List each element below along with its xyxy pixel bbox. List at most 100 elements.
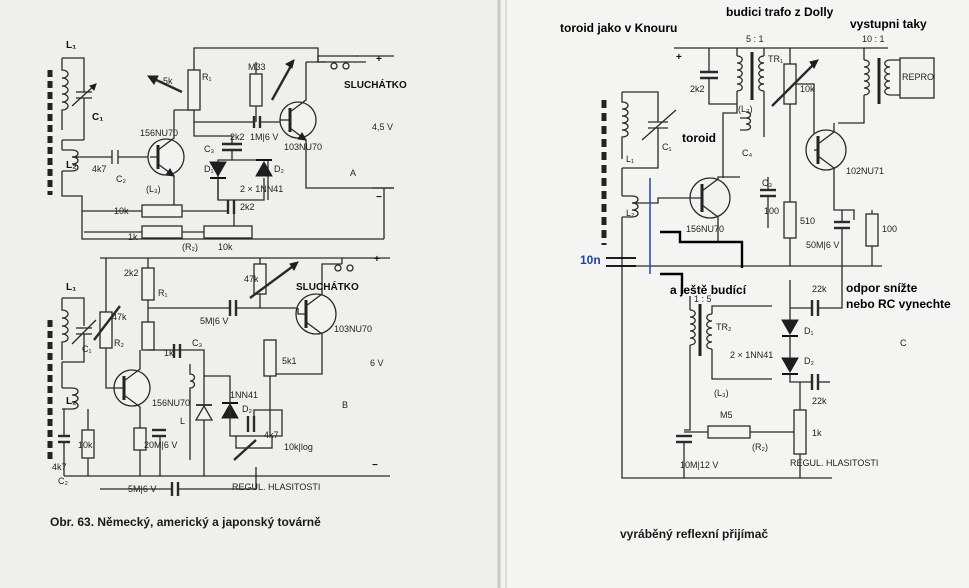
transformer-output — [863, 59, 870, 96]
label-l2-c: L₂ — [626, 208, 635, 218]
transformer-tr1 — [736, 55, 743, 92]
label-r1-b: R₁ — [158, 288, 168, 298]
label-ratio2-c: 10 : 1 — [862, 34, 885, 44]
label-d-b: 1NN41 — [230, 390, 258, 400]
label-c3-c: C₃ — [762, 178, 772, 188]
label-section-c: C — [900, 338, 907, 348]
label-tr2-c: TR₂ — [716, 322, 732, 332]
circuit-c — [601, 47, 935, 479]
label-t2-b: 103NU70 — [334, 324, 372, 334]
label-ratio3-c: 1 : 5 — [694, 294, 712, 304]
label-t2-a: 103NU70 — [284, 142, 322, 152]
label-plus-c: + — [676, 52, 682, 63]
annotation-vystupni: vystupni taky — [850, 17, 927, 31]
label-t1-c: 156NU70 — [686, 224, 724, 234]
label-5k1-b: 5k1 — [282, 356, 297, 366]
resistor-m33-a — [249, 73, 263, 107]
label-l1-c: L₁ — [626, 154, 634, 164]
label-section-a: A — [350, 168, 356, 178]
label-l3-a: (L₃) — [146, 184, 161, 194]
label-out-a: SLUCHÁTKO — [344, 78, 407, 91]
label-4k7-b: 4k7 — [264, 430, 279, 440]
label-r2-a: (R₂) — [182, 242, 198, 252]
label-plus-b: + — [374, 254, 380, 265]
label-10kpot-a: 10k — [218, 242, 233, 252]
label-r2-b: R₂ — [114, 338, 124, 348]
coil-l2-a — [62, 149, 79, 172]
label-diodes-c: 2 × 1NN41 — [730, 350, 773, 360]
label-c3-b: C₃ — [192, 338, 202, 348]
resistor-5k1-b — [263, 339, 277, 377]
label-c1-b: C₁ — [82, 344, 92, 354]
label-50m-c: 50M|6 V — [806, 240, 839, 250]
annotation-10n: 10n — [580, 253, 601, 267]
right-page — [500, 0, 969, 588]
label-vol-b: REGUL. HLASITOSTI — [232, 482, 320, 492]
label-4k7c-b: 4k7 — [52, 462, 67, 472]
label-47k-b: 47k — [244, 274, 259, 284]
coil-l2-c — [622, 195, 639, 218]
label-c3-a: C₃ — [204, 144, 214, 154]
label-5mb-b: 5M|6 V — [128, 484, 156, 494]
label-c2-b: C₂ — [58, 476, 68, 486]
label-d1-a: D₁ — [204, 164, 214, 174]
label-repro-c: REPRO — [902, 72, 934, 82]
label-2k2-a: 2k2 — [230, 132, 245, 142]
label-4k7-a: 4k7 — [92, 164, 107, 174]
coil-l1-b — [61, 298, 69, 360]
pot-1k-c — [793, 409, 807, 455]
transformer-tr2 — [689, 309, 696, 346]
label-c2-a: C₂ — [116, 174, 126, 184]
label-l1-b: L₁ — [66, 282, 76, 293]
label-510-c: 510 — [800, 216, 815, 226]
label-l3-c: (L₃) — [738, 104, 753, 114]
label-pot-a: -5k — [160, 76, 173, 86]
resistor-m5-c — [707, 425, 751, 439]
label-d2-c: D₂ — [804, 356, 814, 366]
label-2k2b-a: 2k2 — [240, 202, 255, 212]
annotation-odpor-2: nebo RC vynechte — [846, 297, 951, 311]
label-t2-c: 102NU71 — [846, 166, 884, 176]
label-10k-b: 10k — [78, 440, 93, 450]
label-section-b: B — [342, 400, 348, 410]
diode-d2-a — [255, 160, 273, 177]
label-5m-b: 5M|6 V — [200, 316, 228, 326]
label-c4-c: C₄ — [742, 148, 752, 158]
label-c1-a: C₁ — [92, 112, 103, 123]
label-ratio1-c: 5 : 1 — [746, 34, 764, 44]
label-1k-c: 1k — [812, 428, 822, 438]
label-r1-a: R₁ — [202, 72, 212, 82]
label-1m-a: 1M|6 V — [250, 132, 278, 142]
label-m5-c: M5 — [720, 410, 733, 420]
label-c3v-c: 100 — [764, 206, 779, 216]
label-d1-c: D₁ — [804, 326, 814, 336]
label-l-b: L — [180, 416, 185, 426]
label-diodes-a: 2 × 1NN41 — [240, 184, 283, 194]
resistor-10k-a — [141, 204, 183, 218]
label-t1-b: 156NU70 — [152, 398, 190, 408]
resistor-510-c — [783, 201, 797, 239]
label-t1-a: 156NU70 — [140, 128, 178, 138]
annotation-toroid-knouru: toroid jako v Knouru — [560, 21, 677, 35]
label-2k2-b: 2k2 — [124, 268, 139, 278]
coil-l1-a — [61, 58, 69, 130]
label-1k-a: 1k — [128, 232, 138, 242]
annotation-toroid: toroid — [682, 131, 716, 145]
label-l2-a: L₂ — [66, 160, 77, 171]
speaker-repro — [899, 57, 935, 99]
left-caption: Obr. 63. Německý, americký a japonský to… — [50, 515, 321, 529]
label-plus-a: + — [376, 54, 382, 65]
pot-r2-a — [203, 225, 253, 239]
resistor-100-c — [865, 213, 879, 247]
added-wire-upper — [660, 230, 744, 268]
diode-d1-a — [209, 161, 227, 178]
label-10k-a: 10k — [114, 206, 129, 216]
label-22k-c: 22k — [812, 284, 827, 294]
label-r2v-b: 47k — [112, 312, 127, 322]
resistor-r1-b — [141, 267, 155, 301]
added-wire-lower — [660, 272, 684, 294]
label-minus-a: − — [376, 192, 382, 203]
label-d2-a: D₂ — [274, 164, 284, 174]
